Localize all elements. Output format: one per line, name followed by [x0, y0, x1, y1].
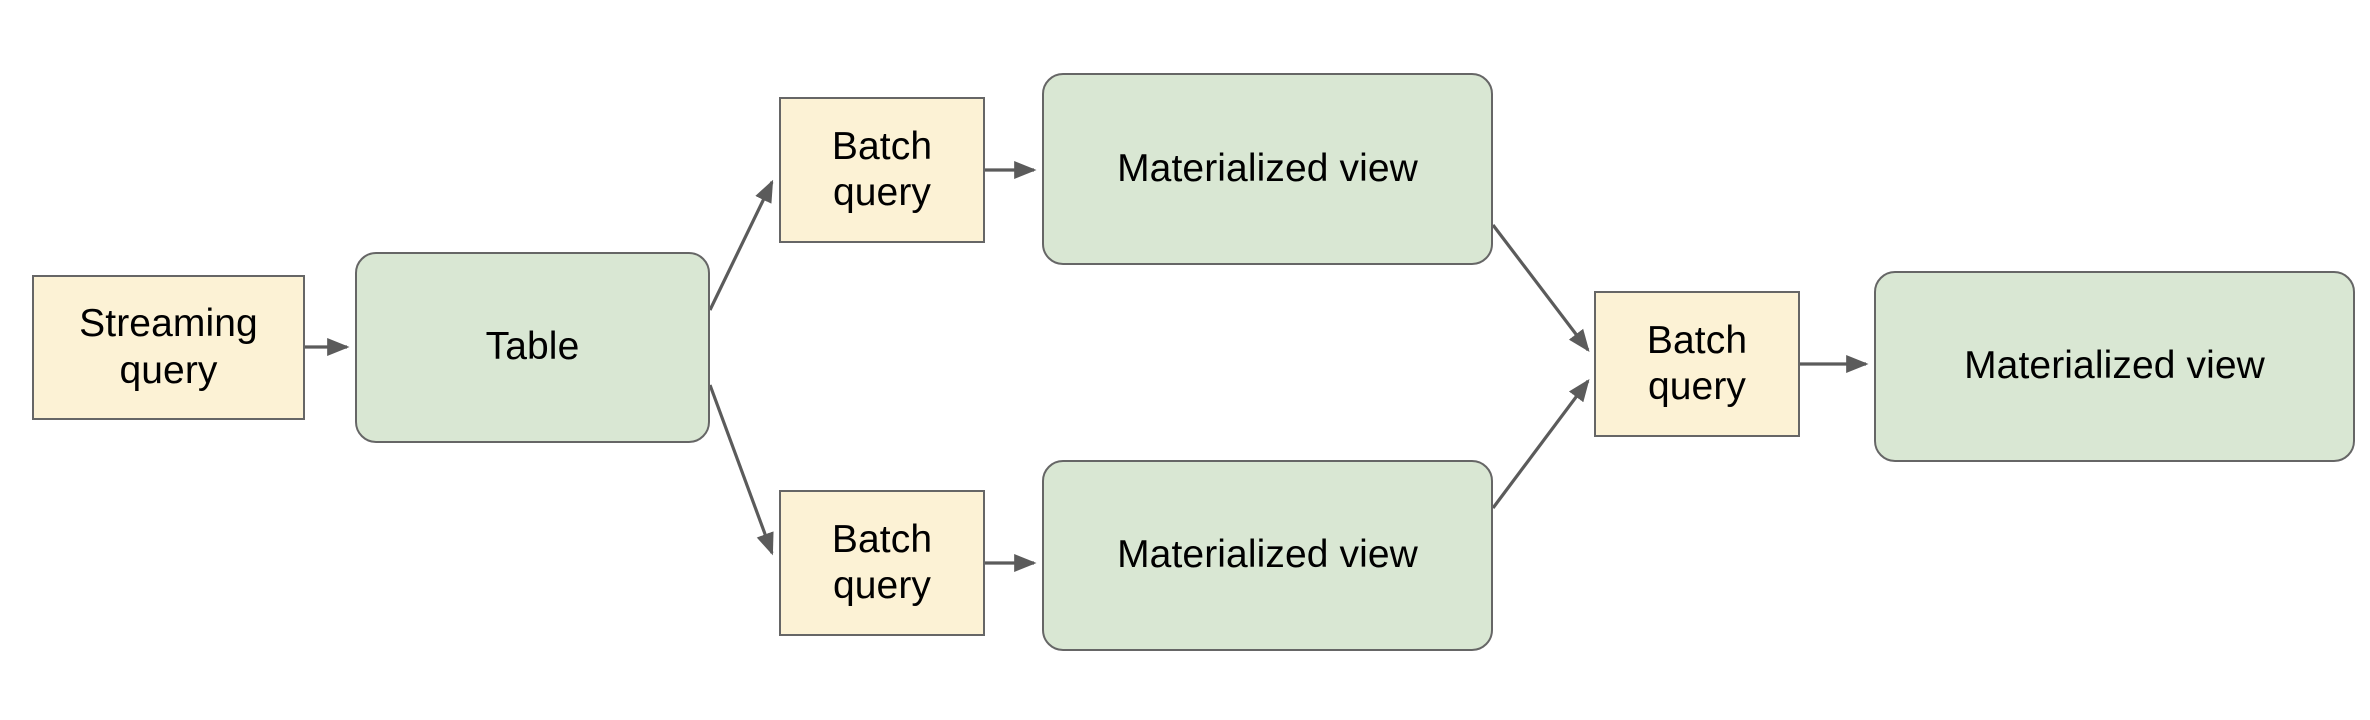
node-materialized-view-bottom-label: Materialized view: [1117, 533, 1418, 577]
node-batch-query-center[interactable]: Batch query: [1594, 291, 1800, 437]
node-batch-query-top[interactable]: Batch query: [779, 97, 985, 243]
edge-table-to-batch-query-bottom: [708, 384, 774, 556]
node-materialized-view-bottom[interactable]: Materialized view: [1042, 460, 1493, 651]
node-table-label: Table: [485, 325, 580, 369]
node-batch-query-bottom[interactable]: Batch query: [779, 490, 985, 636]
node-materialized-view-final-label: Materialized view: [1964, 344, 2265, 388]
node-streaming-query[interactable]: Streaming query: [32, 275, 305, 420]
node-batch-query-top-label: Batch query: [831, 124, 933, 214]
node-materialized-view-top-label: Materialized view: [1117, 146, 1418, 190]
edge-materialized-view-bottom-to-batch-query-center: [1491, 378, 1590, 509]
edge-table-to-batch-query-top: [708, 179, 774, 311]
node-materialized-view-final[interactable]: Materialized view: [1874, 271, 2355, 462]
node-table[interactable]: Table: [355, 252, 710, 443]
node-batch-query-bottom-label: Batch query: [831, 517, 933, 607]
node-materialized-view-top[interactable]: Materialized view: [1042, 73, 1493, 265]
node-batch-query-center-label: Batch query: [1646, 318, 1748, 408]
edge-materialized-view-top-to-batch-query-center: [1491, 224, 1590, 353]
node-streaming-query-label: Streaming query: [79, 302, 258, 392]
